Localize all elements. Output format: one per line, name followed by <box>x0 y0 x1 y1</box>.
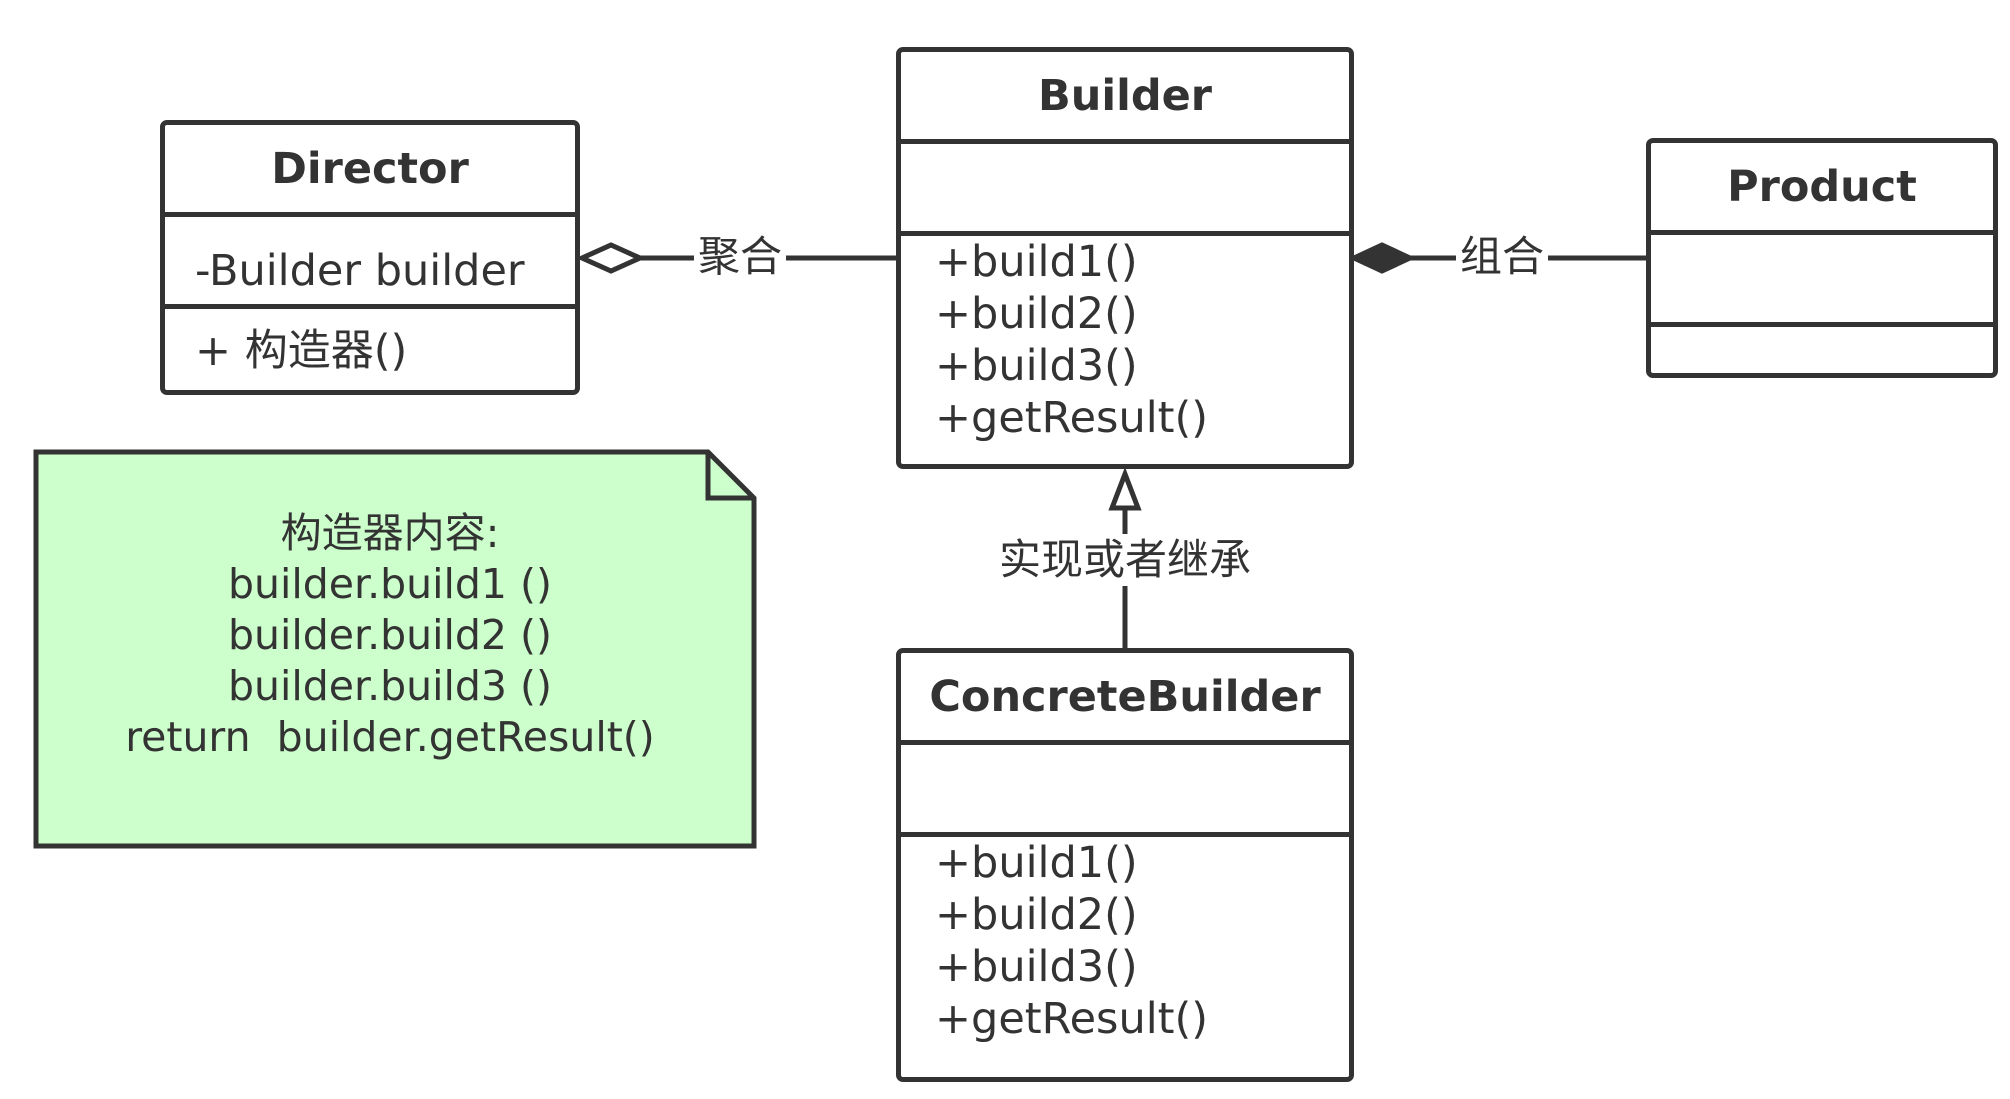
realization-label: 实现或者继承 <box>995 534 1255 586</box>
product-class-name: Product <box>1727 161 1917 212</box>
builder-class-header: Builder <box>901 52 1349 144</box>
composition-diamond <box>1348 242 1416 274</box>
product-attributes <box>1651 235 1993 327</box>
director-attribute: -Builder builder <box>195 246 525 296</box>
concrete-builder-attributes <box>901 745 1349 837</box>
concrete-builder-class[interactable]: ConcreteBuilder +build1() +build2() +bui… <box>896 648 1354 1082</box>
builder-method: +build1() <box>935 237 1138 287</box>
concrete-builder-methods: +build1() +build2() +build3() +getResult… <box>901 837 1349 1045</box>
builder-attributes <box>901 144 1349 236</box>
aggregation-label: 聚合 <box>694 231 787 283</box>
concrete-builder-method: +build1() <box>935 838 1138 888</box>
director-attributes: -Builder builder <box>165 217 575 309</box>
builder-methods: +build1() +build2() +build3() +getResult… <box>901 236 1349 444</box>
concrete-builder-class-header: ConcreteBuilder <box>901 653 1349 745</box>
note-folded-corner <box>705 452 754 501</box>
aggregation-diamond <box>575 242 647 274</box>
builder-class-name: Builder <box>1037 70 1212 121</box>
note-shape[interactable] <box>33 449 757 849</box>
note-line: builder.build3 () <box>227 662 553 710</box>
builder-class[interactable]: Builder +build1() +build2() +build3() +g… <box>896 47 1354 469</box>
director-methods: + 构造器() <box>165 309 575 377</box>
product-class-header: Product <box>1651 143 1993 235</box>
product-class[interactable]: Product <box>1646 138 1998 378</box>
note-line: builder.build2 () <box>227 611 553 659</box>
builder-method: +build3() <box>935 341 1138 391</box>
note-line: return builder.getResult() <box>125 713 655 761</box>
builder-method: +getResult() <box>935 393 1209 443</box>
director-class-header: Director <box>165 125 575 217</box>
composition-label: 组合 <box>1456 231 1549 283</box>
concrete-builder-method: +build3() <box>935 942 1138 992</box>
director-class[interactable]: Director -Builder builder + 构造器() <box>160 120 580 395</box>
note-line: builder.build1 () <box>227 560 553 608</box>
director-method: + 构造器() <box>195 326 408 376</box>
director-class-name: Director <box>271 143 469 194</box>
builder-method: +build2() <box>935 289 1138 339</box>
concrete-builder-class-name: ConcreteBuilder <box>929 671 1321 722</box>
concrete-builder-method: +getResult() <box>935 994 1209 1044</box>
note-line: 构造器内容: <box>280 509 500 557</box>
realization-arrowhead <box>1108 466 1142 511</box>
note-text: 构造器内容: builder.build1 () builder.build2 … <box>40 508 740 763</box>
concrete-builder-method: +build2() <box>935 890 1138 940</box>
